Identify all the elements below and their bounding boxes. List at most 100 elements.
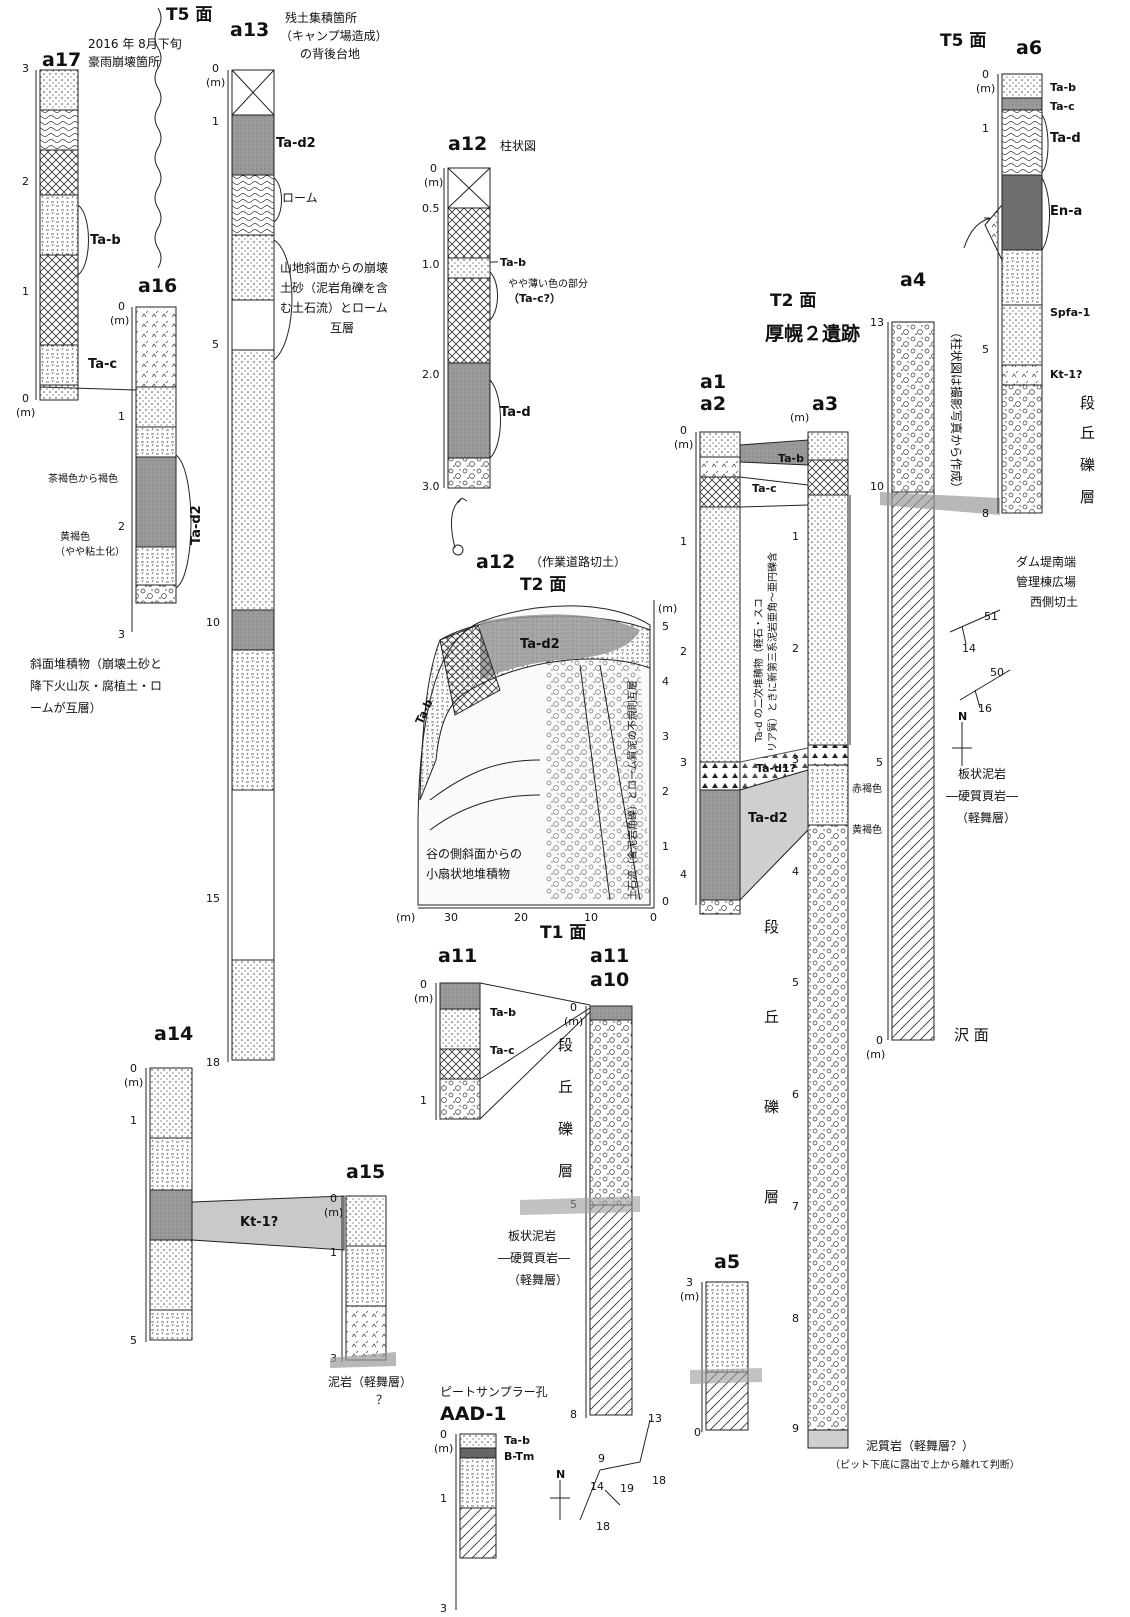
a2-label-tab: Ta-b bbox=[778, 452, 804, 465]
aad-dip-3: 19 bbox=[620, 1482, 634, 1495]
a11-label-tab: Ta-b bbox=[490, 1006, 516, 1019]
a2-tick-0: 0 bbox=[680, 424, 687, 437]
a6-tick-unit: (m) bbox=[976, 82, 995, 95]
aad-label-btm: B-Tm bbox=[504, 1450, 534, 1463]
a3-bottom-rock: 泥質岩（軽舞層？） bbox=[866, 1438, 974, 1453]
a11-tick-unit: (m) bbox=[414, 992, 433, 1005]
a12x-right-2: 2 bbox=[662, 785, 669, 798]
a4-tick-13: 13 bbox=[870, 316, 884, 329]
a11-id: a11 bbox=[438, 945, 477, 967]
a4-tick-unit: (m) bbox=[866, 1048, 885, 1061]
a3-tick-2: 2 bbox=[792, 642, 799, 655]
slope-note-1: 斜面堆積物（崩壊土砂と bbox=[30, 656, 162, 671]
a2-label-tad2: Ta-d2 bbox=[748, 811, 788, 826]
a6-gravel-1: 段 bbox=[1080, 394, 1095, 412]
slope-note-3: ームが互層） bbox=[30, 700, 102, 715]
a14-id: a14 bbox=[154, 1023, 193, 1045]
a12-caption: 柱状図 bbox=[500, 138, 536, 153]
a5-tick-unit: (m) bbox=[680, 1290, 699, 1303]
a5-id: a5 bbox=[714, 1251, 740, 1273]
a12-tick-2-0: 2.0 bbox=[422, 368, 440, 381]
a10-tick-0: 0 bbox=[570, 1001, 577, 1014]
a16-tick-1: 1 bbox=[118, 410, 125, 423]
a6-gravel-4: 層 bbox=[1080, 488, 1095, 506]
a10-gravel-1: 段 bbox=[558, 1036, 573, 1054]
a17-tick-0: 0 bbox=[22, 392, 29, 405]
a4-rock-3: （軽舞層） bbox=[956, 811, 1016, 825]
a12x-right-unit: (m) bbox=[658, 602, 677, 615]
column-aad1: ピートサンプラー孔 AAD-1 0 (m) 1 3 Ta-b B-Tm N 9 … bbox=[434, 1385, 666, 1615]
a6-label-tac: Ta-c bbox=[1050, 100, 1075, 113]
a6-gravel-2: 丘 bbox=[1080, 424, 1095, 442]
a12-note-1: やや薄い色の部分 bbox=[508, 277, 588, 290]
a13-tick-10: 10 bbox=[206, 616, 220, 629]
a4-dip-3: 50 bbox=[990, 666, 1004, 679]
a12x-right-3: 3 bbox=[662, 730, 669, 743]
a17-caption-place: 豪雨崩壊箇所 bbox=[88, 54, 160, 69]
a13-caption-3: の背後台地 bbox=[300, 46, 360, 61]
a3-gravel-1: 段 bbox=[764, 918, 779, 936]
a13-note-3: む土石流）とローム bbox=[280, 301, 388, 315]
a6-note-1: ダム堤南端 bbox=[1016, 554, 1076, 569]
a3-id: a3 bbox=[812, 393, 838, 415]
a4-tick-0: 0 bbox=[876, 1034, 883, 1047]
a12x-note-2: 小扇状地堆積物 bbox=[426, 866, 510, 881]
a16-note-clay: （やや粘土化） bbox=[55, 545, 125, 558]
a12x-axis-unit: (m) bbox=[396, 911, 415, 924]
a12x-x20: 20 bbox=[514, 911, 528, 924]
a16-tick-3: 3 bbox=[118, 628, 125, 641]
a12-road-cut-section: a12 （作業道路切土） T2 面 Ta-d2 Ta-b 谷の側斜面からの 小扇… bbox=[396, 498, 677, 943]
a12x-surface: T2 面 bbox=[520, 575, 566, 595]
a15-label-kt: Kt-1? bbox=[240, 1215, 278, 1230]
a13-tick-1: 1 bbox=[212, 115, 219, 128]
a12x-x30: 30 bbox=[444, 911, 458, 924]
a3-gravel-3: 礫 bbox=[764, 1098, 779, 1116]
a6-tick-1: 1 bbox=[982, 122, 989, 135]
a12x-note-1: 谷の側斜面からの bbox=[426, 847, 522, 861]
column-a2: a1 a2 0 (m) 1 2 3 4 bbox=[674, 371, 740, 914]
column-a5: a5 3 (m) 0 bbox=[680, 1251, 762, 1439]
a6-id: a6 bbox=[1016, 37, 1042, 59]
a3-bottom-note: （ピット下底に露出で上から離れて判断） bbox=[830, 1458, 1020, 1471]
t5-right-label: T5 面 bbox=[940, 31, 986, 51]
a4-tick-10: 10 bbox=[870, 480, 884, 493]
aad-dip-2: 14 bbox=[590, 1480, 604, 1493]
a12x-right-4: 4 bbox=[662, 675, 669, 688]
a12x-right-0: 0 bbox=[662, 895, 669, 908]
a2-tick-4: 4 bbox=[680, 868, 687, 881]
a17-tick-unit: (m) bbox=[16, 406, 35, 419]
t5-left-label: T5 面 bbox=[166, 5, 212, 25]
a10-gravel-4: 層 bbox=[558, 1162, 573, 1180]
a16-tick-0: 0 bbox=[118, 300, 125, 313]
a4-tick-5: 5 bbox=[876, 756, 883, 769]
a17-caption-date: 2016 年 8月下旬 bbox=[88, 37, 182, 51]
a17-tick-3: 3 bbox=[22, 62, 29, 75]
a6-tick-0: 0 bbox=[982, 68, 989, 81]
a14-tick-5: 5 bbox=[130, 1334, 137, 1347]
a3-tick-3: 3 bbox=[792, 753, 799, 766]
a4-vertical-note: （柱状図は撮影写真から作成） bbox=[949, 326, 964, 494]
a10-gravel-3: 礫 bbox=[558, 1120, 573, 1138]
a6-label-spfa: Spfa-1 bbox=[1050, 306, 1090, 319]
a2-tick-unit: (m) bbox=[674, 438, 693, 451]
a12x-right-1: 1 bbox=[662, 840, 669, 853]
aad-dip-4: 18 bbox=[596, 1520, 610, 1533]
a13-caption-2: （キャンプ場造成） bbox=[280, 29, 388, 43]
a6-note-3: 西側切土 bbox=[1030, 595, 1078, 609]
a10-gravel-2: 丘 bbox=[558, 1078, 573, 1096]
a15-id: a15 bbox=[346, 1161, 385, 1183]
column-a12: a12 柱状図 0 (m) 0.5 1.0 2.0 3.0 Ta-b やや薄い色… bbox=[422, 133, 588, 493]
aad-dip-6: 18 bbox=[652, 1474, 666, 1487]
a16-note-yellow: 黄褐色 bbox=[60, 530, 90, 543]
a3-note-red: 赤褐色 bbox=[852, 782, 882, 795]
a3-tick-1: 1 bbox=[792, 530, 799, 543]
a12-label-tad: Ta-d bbox=[500, 405, 531, 420]
a12x-vertical-note: 土石流（含泥岩角礫）とローム質泥の不規則互層 bbox=[626, 680, 639, 900]
a15-bottom-rock: 泥岩（軽舞層） bbox=[328, 1374, 412, 1389]
a13-label-loam: ローム bbox=[282, 191, 318, 205]
a10-id: a10 bbox=[590, 969, 629, 991]
a14-tick-1: 1 bbox=[130, 1114, 137, 1127]
aad-id: AAD-1 bbox=[440, 1403, 507, 1425]
aad-north: N bbox=[556, 1468, 565, 1481]
